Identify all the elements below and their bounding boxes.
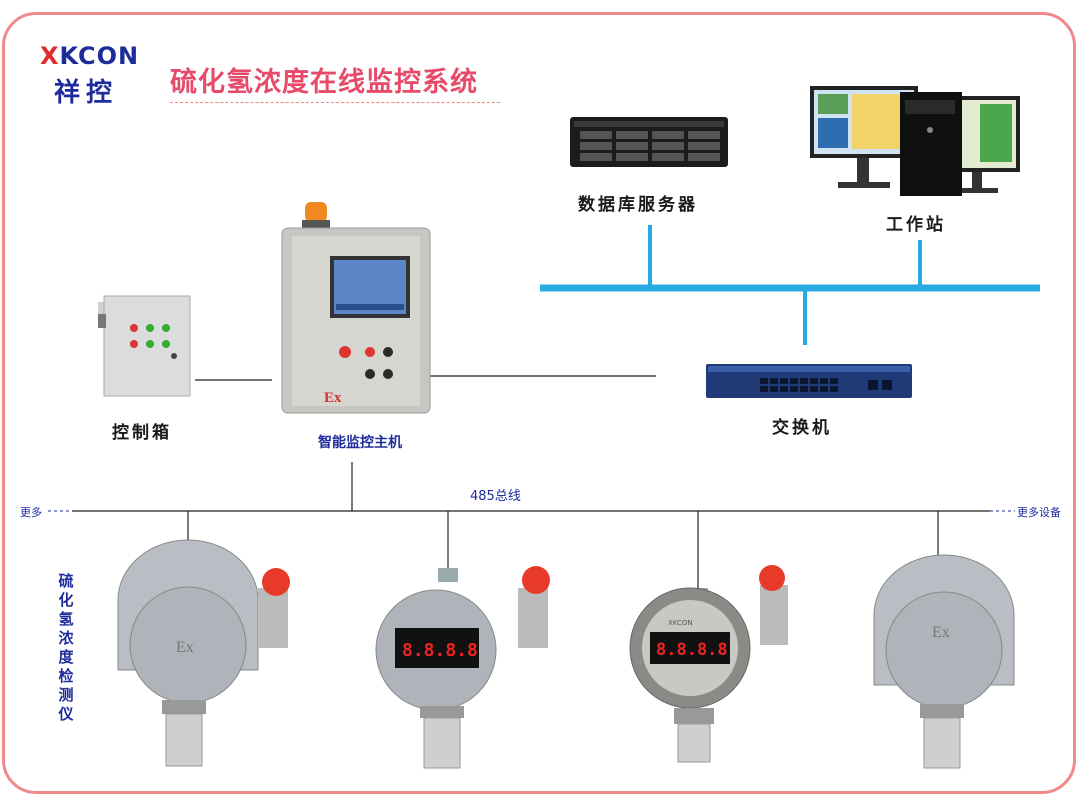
- workstation-icon: [810, 86, 1020, 196]
- database-server-icon: [570, 117, 728, 167]
- detector-1-icon: [117, 539, 290, 767]
- detector-3-display: 8.8.8.8: [656, 640, 728, 660]
- detector-3-icon: [629, 565, 788, 763]
- label-more-right: 更多设备: [1017, 506, 1061, 519]
- detector-4-ex-mark: Ex: [932, 624, 950, 641]
- label-detectors-vertical: 硫化氢浓度检测仪: [58, 572, 74, 723]
- rounded-frame: [2, 12, 1076, 794]
- detector-1-ex-mark: Ex: [176, 639, 194, 656]
- page-title: 硫化氢浓度在线监控系统: [170, 67, 478, 98]
- main-unit-icon: [281, 202, 431, 414]
- switch-icon: [706, 364, 912, 398]
- detector-2-icon: [375, 566, 550, 769]
- title-underline: [170, 102, 500, 103]
- brand-logo-cn: 祥控: [54, 78, 119, 108]
- label-control-box: 控制箱: [112, 423, 172, 443]
- label-more-left: 更多: [20, 506, 42, 519]
- main-unit-ex-mark: Ex: [324, 390, 342, 406]
- label-workstation: 工作站: [886, 215, 946, 235]
- detector-4-icon: [873, 554, 1015, 769]
- network-lines: [48, 225, 1040, 588]
- brand-logo: XKCON: [40, 42, 140, 70]
- control-box-icon: [98, 295, 191, 397]
- label-switch: 交换机: [772, 418, 832, 438]
- label-485-bus: 485总线: [470, 489, 521, 504]
- label-database-server: 数据库服务器: [578, 195, 698, 215]
- detector-3-brand-mark: XKCON: [668, 619, 693, 627]
- label-main-unit: 智能监控主机: [318, 435, 402, 451]
- detector-2-display: 8.8.8.8: [402, 640, 478, 661]
